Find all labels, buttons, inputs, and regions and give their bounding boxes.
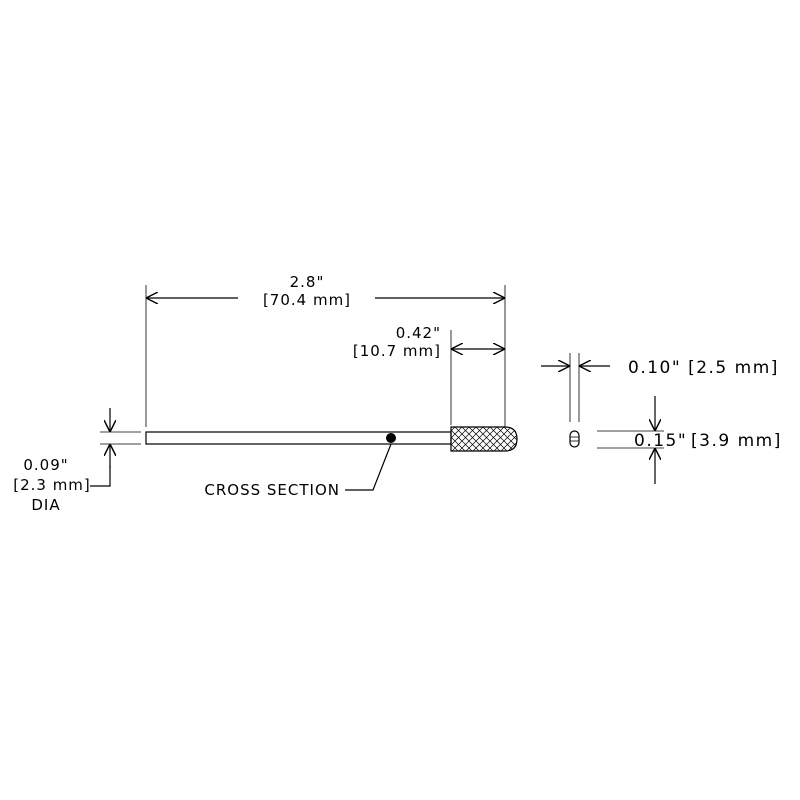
tip-end-view (569, 430, 580, 448)
tip-length-dimension: 0.42" [10.7 mm] (353, 324, 505, 425)
overall-length-dimension: 2.8" [70.4 mm] (145, 273, 506, 427)
shaft-diameter-in: 0.09" (23, 456, 68, 474)
overall-length-in: 2.8" (290, 273, 325, 291)
cross-section-label: CROSS SECTION (204, 481, 340, 499)
overall-length-mm: [70.4 mm] (263, 291, 351, 309)
tip-thickness-dimension: 0.10" [2.5 mm] (541, 353, 779, 422)
shaft-diameter-dimension: 0.09" [2.3 mm] DIA (13, 408, 141, 514)
cross-section-leader (345, 443, 392, 491)
swab-tip (450, 426, 518, 452)
tip-length-in: 0.42" (396, 324, 441, 342)
dia-leader (90, 466, 111, 487)
tip-length-mm: [10.7 mm] (353, 342, 441, 360)
tip-width-in: 0.15" (634, 431, 687, 451)
cross-section-callout: CROSS SECTION (204, 443, 392, 499)
tip-thickness-label: 0.10" [2.5 mm] (628, 358, 779, 378)
swab-shaft (145, 431, 452, 445)
tip-width-dimension: 0.15" [3.9 mm] (597, 396, 782, 484)
cross-section-marker (386, 433, 396, 443)
tip-end-outline (569, 430, 580, 448)
swab-side-view (145, 426, 518, 452)
tip-width-mm: [3.9 mm] (691, 431, 782, 451)
shaft-diameter-mm: [2.3 mm] (13, 476, 91, 494)
shaft-diameter-suffix: DIA (31, 496, 60, 514)
